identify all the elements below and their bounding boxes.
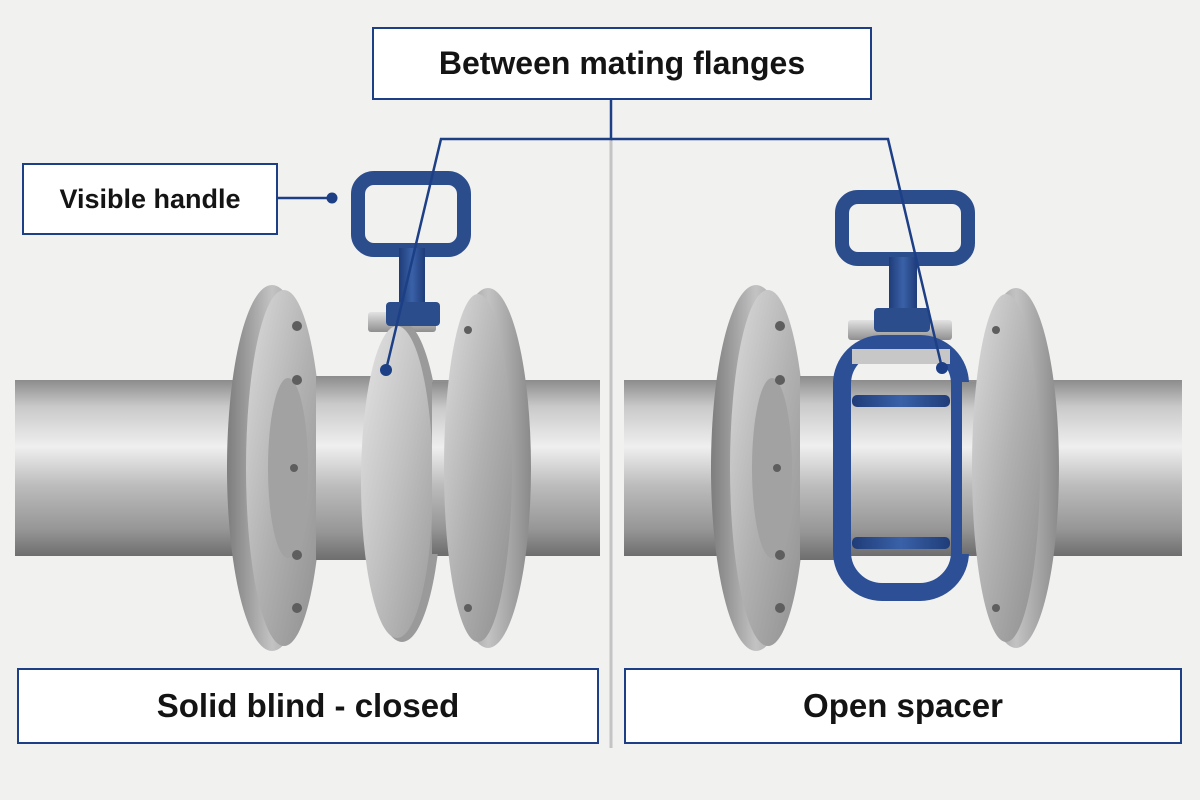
- right-visible-handle: [835, 190, 975, 332]
- left-flange-1: [227, 285, 322, 651]
- left-flange-2: [432, 288, 531, 648]
- left-assembly: [15, 171, 600, 651]
- right-assembly: [624, 190, 1182, 651]
- right-flange-1: [711, 285, 806, 651]
- spacer-bar-lower: [852, 537, 950, 549]
- right-flange-2: [962, 288, 1059, 648]
- leader-right-insert: [611, 137, 944, 369]
- leader-left-insert: [384, 100, 613, 371]
- solid-blind-plate: [361, 312, 442, 642]
- between-flanges-label: Between mating flanges: [372, 27, 872, 100]
- callout-leaders: [278, 100, 944, 371]
- left-visible-handle: [351, 171, 471, 326]
- open-spacer-caption: Open spacer: [624, 668, 1182, 744]
- spacer-bar-upper: [852, 395, 950, 407]
- visible-handle-label: Visible handle: [22, 163, 278, 235]
- handle-callout-dot: [326, 192, 338, 204]
- solid-blind-caption: Solid blind - closed: [17, 668, 599, 744]
